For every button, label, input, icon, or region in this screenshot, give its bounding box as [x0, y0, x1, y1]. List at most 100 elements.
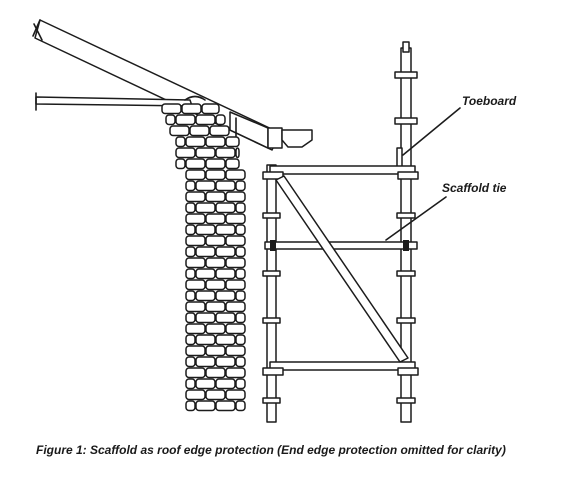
- brick: [185, 191, 206, 203]
- brick: [205, 257, 226, 269]
- brick: [185, 279, 206, 291]
- brick: [185, 202, 196, 214]
- brick: [185, 257, 206, 269]
- brick: [215, 356, 236, 368]
- brick: [235, 268, 246, 280]
- brick: [195, 290, 216, 302]
- brick: [225, 301, 246, 313]
- brick: [195, 312, 216, 324]
- brick: [185, 158, 206, 170]
- leader-lines: [385, 107, 461, 241]
- guardrail-clamps: [394, 71, 418, 125]
- brick: [205, 191, 226, 203]
- brick: [215, 400, 236, 412]
- brick: [169, 125, 190, 137]
- brick: [235, 202, 246, 214]
- brick: [215, 312, 236, 324]
- brick: [175, 147, 196, 159]
- brick: [235, 400, 246, 412]
- brick: [185, 235, 206, 247]
- brick: [225, 191, 246, 203]
- brick: [161, 103, 182, 115]
- brick: [185, 312, 196, 324]
- brick: [175, 114, 196, 126]
- brick: [225, 169, 246, 181]
- brick: [215, 224, 236, 236]
- middle-ledger: [264, 240, 418, 251]
- brick: [195, 114, 216, 126]
- brick: [185, 389, 206, 401]
- brick: [205, 301, 226, 313]
- brick: [235, 180, 246, 192]
- brick: [185, 345, 206, 357]
- brick: [205, 136, 226, 148]
- brick: [195, 268, 216, 280]
- brick: [185, 290, 196, 302]
- brick: [235, 312, 246, 324]
- brick: [205, 345, 226, 357]
- brick: [195, 202, 216, 214]
- outer-standard: [400, 41, 412, 423]
- brick: [225, 257, 246, 269]
- brick: [185, 246, 196, 258]
- brick: [215, 147, 236, 159]
- brick: [235, 147, 240, 159]
- brick: [205, 158, 226, 170]
- brick-wall: [161, 103, 246, 412]
- brick: [205, 213, 226, 225]
- toeboard-label: Toeboard: [462, 94, 517, 108]
- coupler-clamps: [262, 212, 416, 404]
- brick: [195, 334, 216, 346]
- diagonal-brace: [275, 175, 409, 363]
- scaffold-tie-label: Scaffold tie: [442, 181, 507, 195]
- bottom-ledger: [262, 361, 419, 376]
- brick: [225, 158, 240, 170]
- figure-caption: Figure 1: Scaffold as roof edge protecti…: [36, 443, 506, 457]
- brick: [185, 301, 206, 313]
- brick: [215, 378, 236, 390]
- brick: [235, 356, 246, 368]
- brick: [175, 158, 186, 170]
- brick: [225, 213, 246, 225]
- brick: [205, 279, 226, 291]
- brick: [205, 389, 226, 401]
- brick: [185, 224, 196, 236]
- brick: [195, 356, 216, 368]
- brick: [215, 246, 236, 258]
- brick: [225, 235, 246, 247]
- brick: [235, 246, 246, 258]
- brick: [189, 125, 210, 137]
- brick: [235, 378, 246, 390]
- gutter: [229, 111, 313, 149]
- brick: [225, 279, 246, 291]
- brick: [215, 334, 236, 346]
- brick: [201, 103, 220, 115]
- brick: [215, 114, 226, 126]
- brick: [195, 378, 216, 390]
- brick: [225, 136, 240, 148]
- brick: [215, 202, 236, 214]
- brick: [195, 180, 216, 192]
- brick: [185, 334, 196, 346]
- brick: [235, 334, 246, 346]
- brick: [225, 367, 246, 379]
- platform-ledger: [262, 165, 419, 180]
- brick: [209, 125, 230, 137]
- brick: [185, 400, 196, 412]
- brick: [181, 103, 202, 115]
- brick: [185, 356, 196, 368]
- brick: [195, 147, 216, 159]
- brick: [235, 290, 246, 302]
- brick: [185, 268, 196, 280]
- brick: [185, 367, 206, 379]
- brick: [195, 400, 216, 412]
- brick: [215, 268, 236, 280]
- brick: [225, 323, 246, 335]
- brick: [205, 169, 226, 181]
- brick: [225, 345, 246, 357]
- brick: [195, 224, 216, 236]
- brick: [185, 378, 196, 390]
- brick: [185, 323, 206, 335]
- brick: [195, 246, 216, 258]
